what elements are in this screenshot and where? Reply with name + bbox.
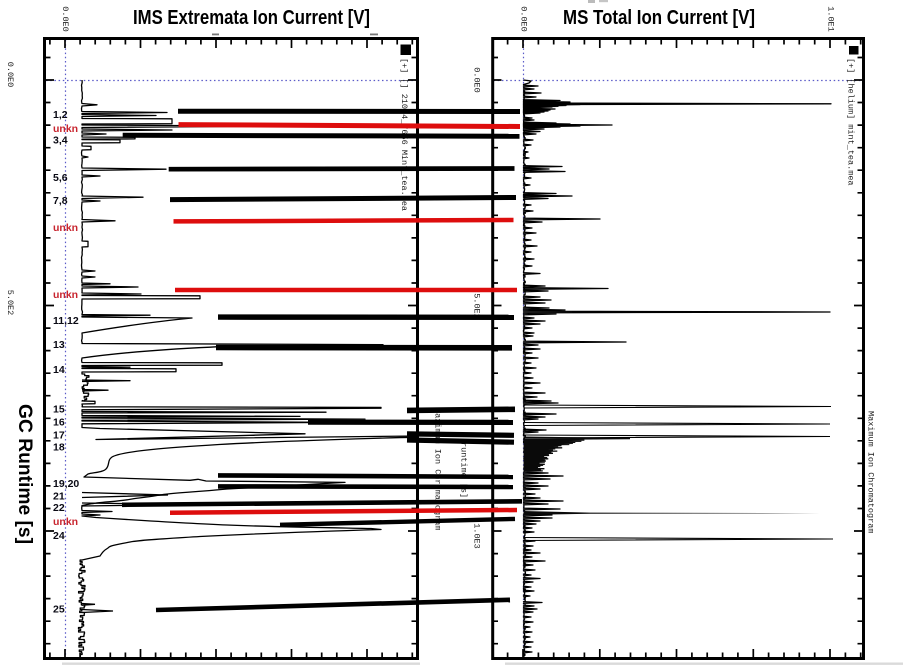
- svg-text:unkn: unkn: [53, 123, 78, 135]
- svg-text:[+] [helium] mint_tea.mea: [+] [helium] mint_tea.mea: [846, 58, 856, 186]
- svg-text:14: 14: [53, 364, 65, 376]
- svg-text:0.0E0: 0.0E0: [519, 6, 529, 32]
- svg-text:19,20: 19,20: [53, 478, 79, 490]
- svg-text:GC Runtime [s]: GC Runtime [s]: [14, 404, 35, 544]
- svg-text:24: 24: [53, 530, 65, 542]
- svg-text:7,8: 7,8: [53, 195, 68, 207]
- svg-text:Maximum Ion Chromatogram: Maximum Ion Chromatogram: [866, 411, 876, 533]
- svg-text:18: 18: [53, 441, 65, 453]
- svg-text:21: 21: [53, 490, 65, 502]
- svg-text:1.0E1: 1.0E1: [826, 6, 836, 32]
- svg-text:17: 17: [53, 429, 65, 441]
- svg-text:3,4: 3,4: [53, 134, 68, 146]
- svg-text:unkn: unkn: [53, 516, 78, 528]
- svg-text:0.0E0: 0.0E0: [472, 67, 482, 93]
- svg-text:22: 22: [53, 502, 65, 514]
- svg-text:1,2: 1,2: [53, 109, 68, 121]
- svg-text:5,6: 5,6: [53, 172, 68, 184]
- svg-text:Maximum Ion Chromatogram: Maximum Ion Chromatogram: [433, 408, 443, 530]
- svg-text:0.0E0: 0.0E0: [60, 6, 70, 32]
- svg-text:11,12: 11,12: [53, 315, 79, 327]
- svg-text:0.0E0: 0.0E0: [5, 62, 15, 88]
- svg-text:unkn: unkn: [53, 289, 78, 301]
- svg-text:15: 15: [53, 403, 65, 415]
- svg-text:13: 13: [53, 339, 65, 351]
- svg-text:runtime [s]: runtime [s]: [459, 442, 469, 498]
- svg-text:IMS Extremata Ion Current [V]: IMS Extremata Ion Current [V]: [133, 7, 370, 29]
- svg-text:unkn: unkn: [53, 222, 78, 234]
- svg-text:5.0E2: 5.0E2: [5, 290, 15, 316]
- svg-text:MS Total Ion Current [V]: MS Total Ion Current [V]: [563, 7, 755, 29]
- svg-text:5.0E2: 5.0E2: [472, 293, 482, 319]
- svg-text:25: 25: [53, 603, 65, 615]
- svg-text:16: 16: [53, 416, 65, 428]
- svg-text:1.0E3: 1.0E3: [472, 523, 482, 549]
